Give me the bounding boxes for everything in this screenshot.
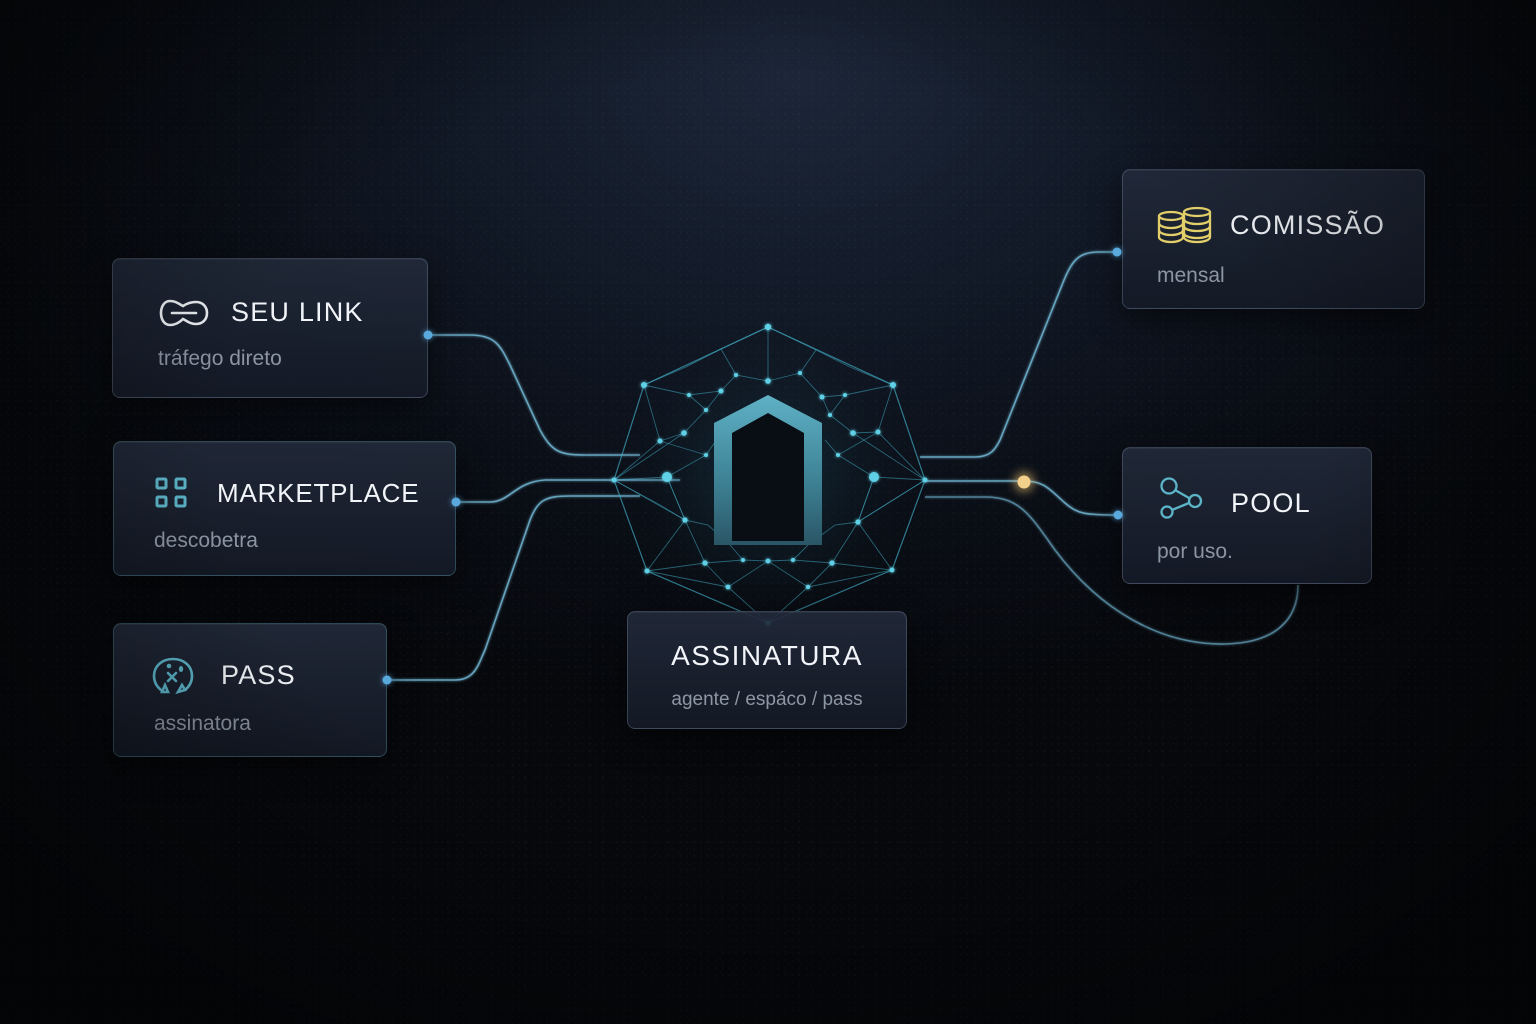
center-title: ASSINATURA xyxy=(671,640,863,671)
network-hub-graphic xyxy=(608,315,928,635)
source-card-seu-link[interactable]: SEU LINK tráfego direto xyxy=(112,258,428,398)
arch-gateway-icon xyxy=(714,395,822,545)
flow-highlight-dot xyxy=(1017,475,1031,489)
connector-dot-comissao[interactable] xyxy=(1112,247,1122,257)
card-title: POOL xyxy=(1231,488,1311,518)
pass-badge-icon xyxy=(152,657,194,695)
card-subtitle: por uso. xyxy=(1157,540,1233,563)
center-subtitle: agente / espáco / pass xyxy=(671,689,863,710)
link-icon xyxy=(159,299,209,327)
card-subtitle: descobetra xyxy=(154,529,258,552)
coins-icon xyxy=(1157,206,1212,244)
card-title: SEU LINK xyxy=(231,297,364,327)
connector-dot-marketplace[interactable] xyxy=(451,497,461,507)
output-card-comissao[interactable]: COMISSÃO mensal xyxy=(1122,169,1425,309)
connector-dot-seu-link[interactable] xyxy=(423,330,433,340)
connector-dot-pool[interactable] xyxy=(1113,510,1123,520)
card-title: PASS xyxy=(221,660,296,690)
share-nodes-icon xyxy=(1160,477,1203,519)
grid-icon xyxy=(155,477,187,508)
wire-comissao xyxy=(920,251,1117,458)
center-card-assinatura[interactable]: ASSINATURA agente / espáco / pass xyxy=(627,611,907,729)
card-title: MARKETPLACE xyxy=(217,478,420,508)
source-card-pass[interactable]: PASS assinatora xyxy=(113,623,387,757)
card-subtitle: tráfego direto xyxy=(158,347,282,370)
source-card-marketplace[interactable]: MARKETPLACE descobetra xyxy=(113,441,456,576)
connector-dot-pass[interactable] xyxy=(382,675,392,685)
card-title: COMISSÃO xyxy=(1230,210,1386,240)
output-card-pool[interactable]: POOL por uso. xyxy=(1122,447,1372,584)
card-subtitle: assinatora xyxy=(154,712,251,735)
card-subtitle: mensal xyxy=(1157,264,1225,287)
